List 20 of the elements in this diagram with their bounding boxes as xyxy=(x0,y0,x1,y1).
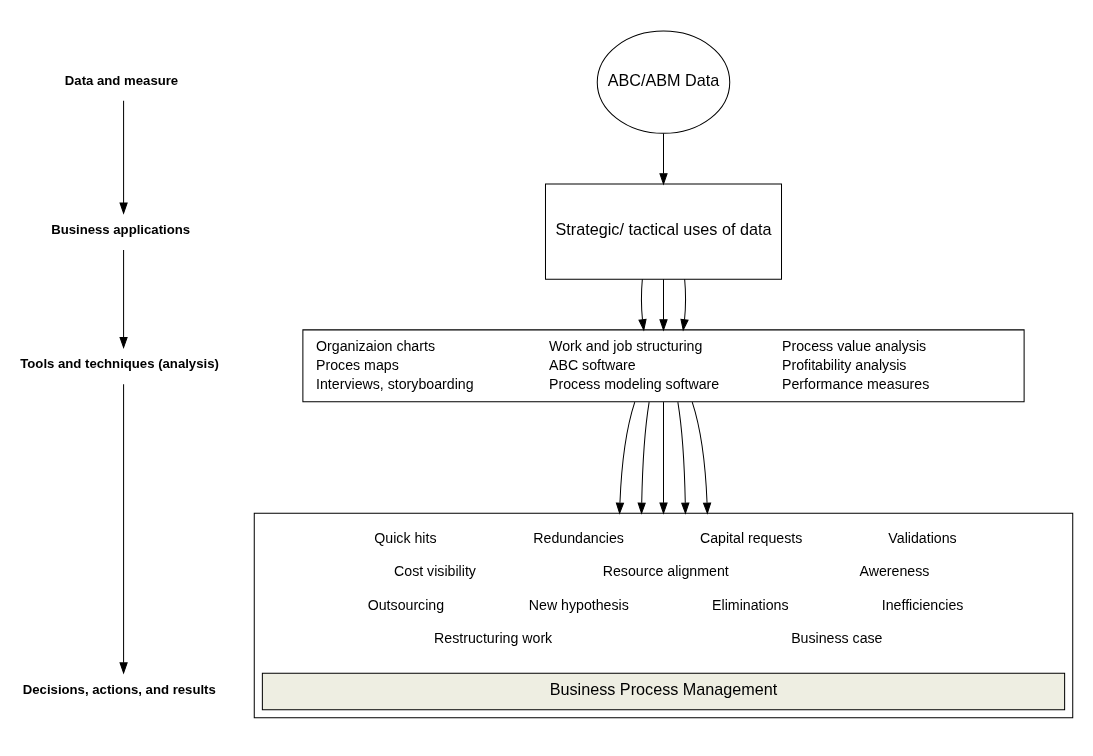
arrow xyxy=(680,278,689,331)
arrow xyxy=(615,401,636,515)
arrow xyxy=(638,278,647,331)
node-text: Decisions, actions, and results xyxy=(22,681,216,697)
arrow xyxy=(677,401,690,515)
arrow xyxy=(119,248,128,349)
arrow xyxy=(637,401,650,515)
node-box: Organizaion charts Work and job structuring Process value analysis Proces maps ABC software Profitability analysis Interviews, storyboarding Process modeling software Performance measures xyxy=(302,328,1025,402)
arrow xyxy=(691,401,712,515)
node-text: Tools and techniques (analysis) xyxy=(20,355,219,371)
arrow xyxy=(119,99,128,215)
arrow xyxy=(659,278,668,331)
arrow xyxy=(119,383,128,675)
node-box: Business Process Management xyxy=(261,672,1066,710)
node-ellipse: ABC/ABM Data xyxy=(596,30,731,134)
node-text: Data and measure xyxy=(64,72,179,88)
node-text: Business applications xyxy=(51,221,191,237)
arrow xyxy=(659,132,668,185)
node-box: Strategic/ tactical uses of data xyxy=(545,183,782,280)
arrow xyxy=(659,401,668,515)
